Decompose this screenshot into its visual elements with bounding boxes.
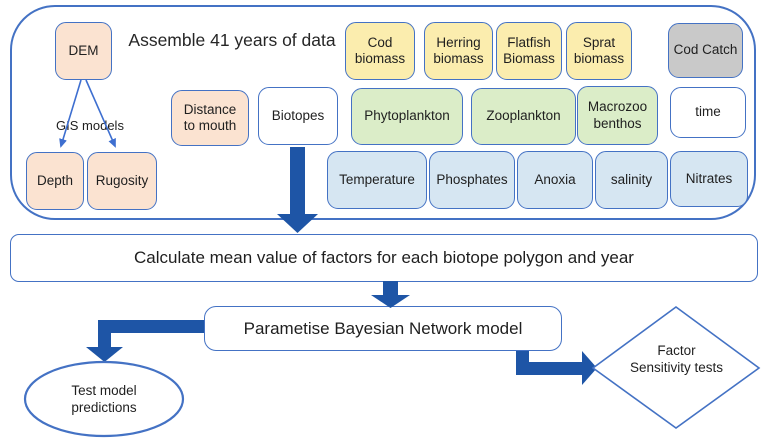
node-biotopes: Biotopes: [258, 87, 338, 145]
gis-models-label: GIS models: [56, 118, 124, 133]
node-macrozoo-benthos: Macrozoo benthos: [577, 86, 658, 145]
node-zooplankton: Zooplankton: [471, 88, 576, 145]
factor-sensitivity-label: Factor Sensitivity tests: [629, 343, 724, 375]
parametise-to-sensitivity-arrow-head: [582, 351, 597, 385]
section-title: Assemble 41 years of data: [128, 30, 336, 50]
node-phosphates: Phosphates: [429, 151, 515, 209]
parametise-to-test-arrow-horizontal: [98, 320, 204, 333]
parametise-to-sensitivity-arrow-horizontal: [516, 362, 582, 375]
data-assembly-container: [10, 5, 756, 220]
node-rugosity: Rugosity: [87, 152, 157, 210]
node-flatfish-biomass: Flatfish Biomass: [496, 22, 562, 80]
parametise-to-sensitivity-arrow-vertical: [516, 351, 529, 375]
node-cod-catch: Cod Catch: [668, 23, 743, 78]
parametise-to-test-arrow-head: [86, 347, 123, 362]
node-sprat-biomass: Sprat biomass: [566, 22, 632, 80]
test-model-label: Test model predictions: [71, 383, 137, 415]
node-parametise-bn: Parametise Bayesian Network model: [204, 306, 562, 351]
node-time: time: [670, 87, 746, 138]
node-cod-biomass: Cod biomass: [345, 22, 415, 80]
node-nitrates: Nitrates: [670, 151, 748, 207]
node-temperature: Temperature: [327, 151, 427, 209]
node-phytoplankton: Phytoplankton: [351, 88, 463, 145]
node-distance-to-mouth: Distance to mouth: [171, 90, 249, 146]
node-depth: Depth: [26, 152, 84, 210]
node-salinity: salinity: [595, 151, 668, 209]
node-calculate-mean: Calculate mean value of factors for each…: [10, 234, 758, 282]
node-dem: DEM: [55, 22, 112, 80]
calculate-to-parametise-arrow-shaft: [383, 281, 398, 296]
node-herring-biomass: Herring biomass: [424, 22, 493, 80]
node-anoxia: Anoxia: [517, 151, 593, 209]
parametise-to-test-arrow-vertical: [98, 320, 111, 348]
